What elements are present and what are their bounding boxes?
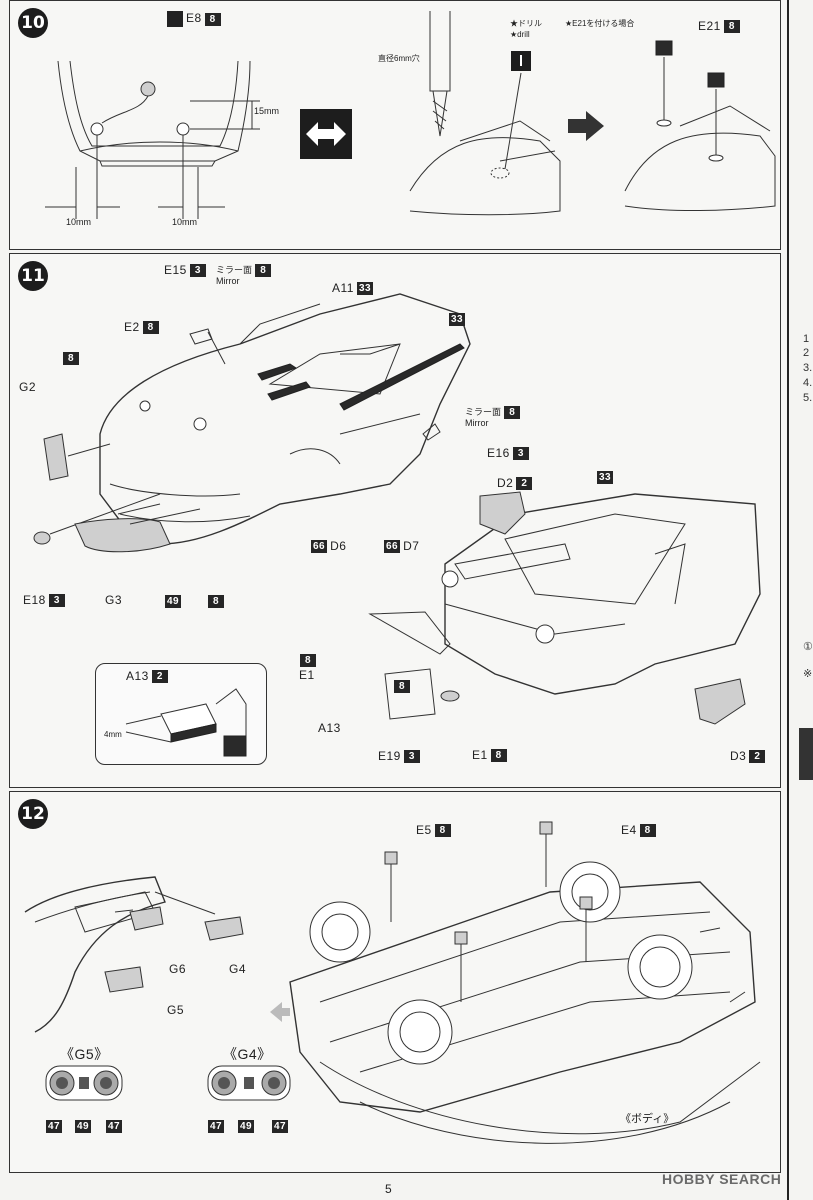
color-8-e1: 8 (300, 653, 319, 668)
note-hole-diameter: 直径6mm穴 (378, 54, 420, 63)
front-car-body-drawing (99, 293, 471, 545)
note-drill-en: ★drill (510, 30, 530, 39)
step-number-12: 12 (18, 799, 48, 829)
part-g6-label: G6 (169, 962, 187, 976)
color-8-b: 8 (208, 594, 227, 609)
part-g2-label: G2 (19, 380, 37, 394)
g4-color-2: 49 (238, 1120, 255, 1134)
a13-part-drawing (125, 688, 247, 757)
color-33-top: 33 (449, 313, 466, 327)
g4-color-key (207, 1065, 291, 1101)
part-e1-label-a: E1 (299, 668, 315, 682)
mirror-en-label-2: Mirror (465, 418, 489, 428)
g5-color-3: 47 (106, 1120, 123, 1134)
color-33-b: 33 (597, 471, 614, 485)
step-number-10: 10 (18, 8, 48, 38)
g5-color-1: 47 (46, 1120, 63, 1134)
rear-bumper-drawing (24, 876, 244, 1033)
dim-10mm-left: 10mm (66, 217, 92, 227)
edge-item-2: 2 (803, 347, 810, 359)
g4-title: 《G4》 (223, 1046, 272, 1062)
step-12-panel: 12 G6 G4 G5 《G5》 《G4》 47 49 47 47 49 47 (9, 791, 781, 1173)
edge-item-6: ① (803, 641, 813, 653)
front-small-parts-drawing (33, 433, 201, 553)
color-49: 49 (165, 595, 182, 609)
part-g3-label: G3 (105, 593, 123, 607)
part-g4-label: G4 (229, 962, 247, 976)
page-edge-divider (787, 0, 789, 1200)
chassis-underside-drawing (270, 821, 761, 1144)
g4-color-1: 47 (208, 1120, 225, 1134)
color-8-a: 8 (63, 351, 82, 366)
part-g5-label: G5 (167, 1003, 185, 1017)
note-drill-jp: ★ドリル (510, 19, 542, 28)
edge-item-5: 5. (803, 392, 813, 404)
part-a13-label: A13 (318, 721, 341, 735)
dim-4mm: 4mm (104, 730, 122, 739)
edge-item-3: 3. (803, 362, 813, 374)
g5-color-2: 49 (75, 1120, 92, 1134)
drill-drawing (409, 11, 561, 216)
mirror-en-label-1: Mirror (216, 276, 240, 286)
watermark: HOBBY SEARCH (662, 1171, 782, 1187)
g5-color-key (45, 1065, 123, 1101)
page-number: 5 (385, 1182, 392, 1196)
edge-item-7: ※ (803, 668, 813, 680)
e21-install-drawing (624, 40, 776, 212)
page-edge-block (799, 728, 813, 780)
body-label: 《ボディ》 (620, 1113, 675, 1125)
g5-title: 《G5》 (60, 1046, 109, 1062)
note-e21-usage: ★E21を付ける場合 (565, 19, 635, 28)
dim-10mm-right: 10mm (172, 217, 198, 227)
g4-color-3: 47 (272, 1120, 289, 1134)
edge-item-4: 4. (803, 377, 813, 389)
dim-15mm: 15mm (254, 106, 280, 116)
color-8-mid: 8 (394, 679, 413, 694)
step-number-11: 11 (18, 261, 48, 291)
edge-item-1: 1 (803, 333, 810, 345)
rear-car-body-drawing (368, 491, 761, 725)
swap-arrow-icon (300, 109, 352, 159)
diamond-icon (167, 11, 183, 27)
hood-rear-drawing (45, 60, 260, 219)
right-arrow-icon (568, 111, 604, 141)
